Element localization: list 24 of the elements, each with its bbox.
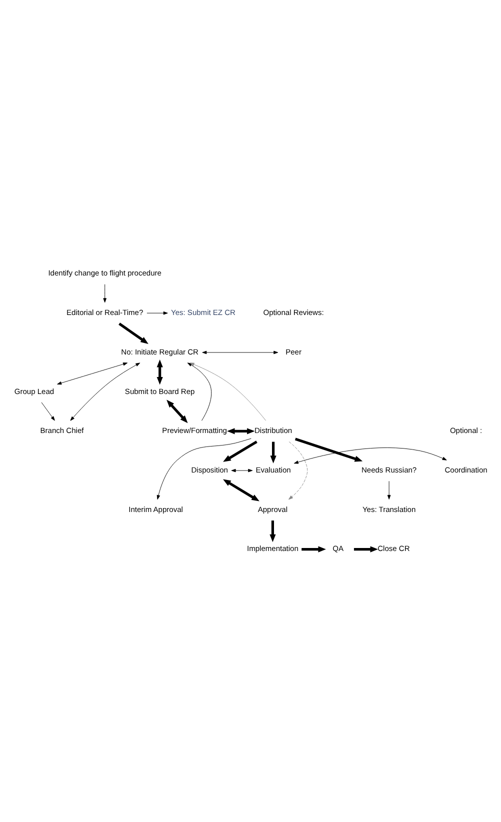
arrow [56,362,128,384]
arrow [156,438,251,500]
arrow [226,428,254,434]
arrow [189,362,266,420]
arrow [40,402,54,420]
arrow [146,310,168,314]
arrow [102,284,106,302]
arrow [269,520,276,542]
arrow [70,362,140,420]
arrow [386,480,390,499]
arrow [156,359,162,384]
arrow [270,441,276,463]
arrow [230,468,252,472]
arrow [118,322,148,344]
arrow [186,362,212,420]
arrow [222,440,257,462]
arrow [353,546,378,552]
arrow [293,446,446,464]
arrow [166,399,188,423]
arrow [301,546,326,552]
arrow [202,350,278,354]
arrow [222,478,259,501]
arrow [294,437,362,462]
arrow [288,440,308,500]
